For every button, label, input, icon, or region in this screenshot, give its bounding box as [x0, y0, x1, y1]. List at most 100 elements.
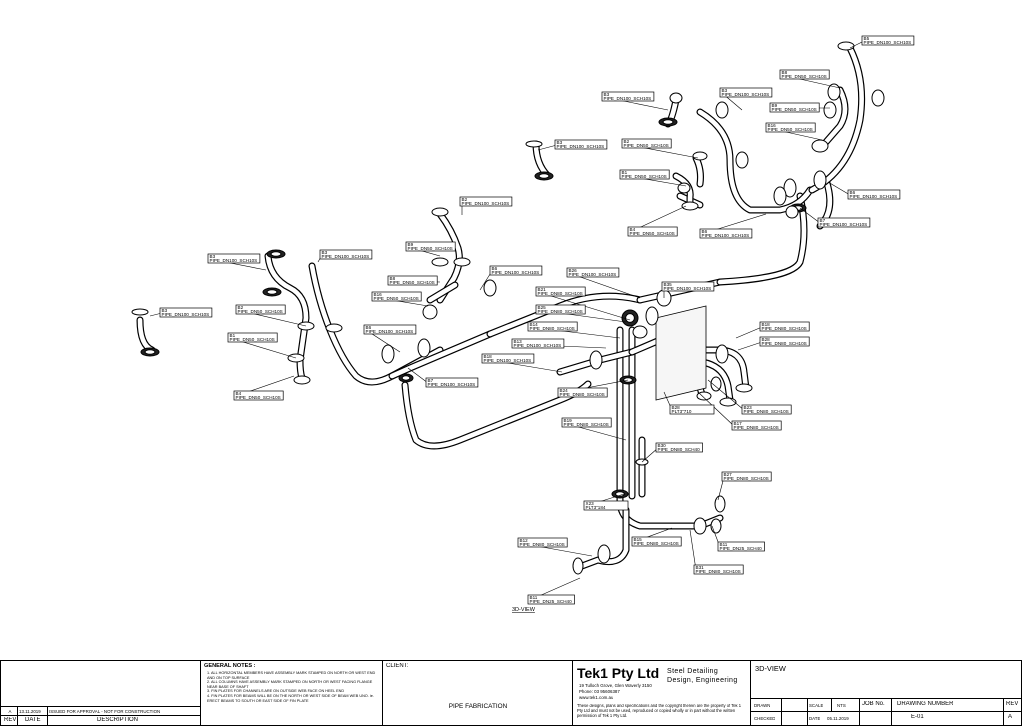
tag-spec: PIPE_DN50_SCH10S — [238, 309, 283, 314]
note-item: 4. FIN PLATES FOR BEAMS WILL BE ON THE N… — [207, 693, 374, 703]
flange — [773, 186, 787, 206]
tag-id: B12 — [520, 538, 529, 543]
flange — [692, 151, 708, 161]
tag-id: B26 — [569, 268, 578, 273]
flange — [715, 101, 729, 119]
tag-id: B4 — [630, 227, 636, 232]
flange-bore — [538, 173, 550, 179]
tag-spec: PIPE_DN50_SCH10S — [374, 296, 419, 301]
flange — [417, 338, 431, 358]
tag-leader — [707, 379, 745, 411]
tag-box — [669, 404, 715, 415]
tag-spec: PIPE_DN80_SCH10S — [530, 326, 575, 331]
drawing-number-label: DRAWING NUMBER — [897, 701, 954, 707]
flange-bore — [625, 313, 635, 323]
rev-row-date: 13.11.2019 — [19, 709, 41, 714]
tag-spec: PIPE_DN80_SCH10S — [564, 422, 609, 427]
plate-group — [655, 305, 707, 401]
tag-id: B6 — [850, 190, 856, 195]
tag-box — [535, 286, 586, 297]
tag-id: B16 — [768, 123, 777, 128]
tag-box — [233, 390, 284, 401]
tag-id: B16 — [374, 292, 383, 297]
tag-id: B8 — [390, 276, 396, 281]
job-label: JOB No. — [862, 701, 885, 707]
scale-value: NTS — [837, 703, 846, 708]
tag-id: B3 — [210, 254, 216, 259]
tag-box — [619, 169, 670, 180]
tag-id: B2 — [238, 305, 244, 310]
tag-spec: PIPE_DN100_SCH10S — [514, 343, 562, 348]
tag-spec: PIPE_DN25_SCH40 — [530, 599, 573, 604]
tag-box — [371, 291, 422, 302]
tag-id: B35 — [664, 282, 673, 287]
tag-id: B19 — [564, 418, 573, 423]
tag-spec: PIPE_DN80_SCH10S — [744, 409, 789, 414]
tag-spec: PIPE_DN100_SCH10S — [820, 222, 868, 227]
note-item: 3. FIN PLATES FOR CHANNELS ARE ON OUTSID… — [207, 689, 345, 694]
flange — [422, 304, 438, 320]
drawn-label: DRAWN — [754, 703, 771, 708]
tag-id: B14 — [530, 322, 539, 327]
piping-isometric-drawing: B5PIPE_DN100_SCH10SB8PIPE_DN50_SCH10SB3P… — [131, 35, 915, 613]
tag-spec: PIPE_DN100_SCH10S — [864, 40, 912, 45]
tag-id: B6 — [492, 266, 498, 271]
note-item: 1. ALL HORIZONTAL MEMBERS HAVE ASSEMBLY … — [207, 671, 376, 680]
company-phone: Phone: 03 95606387 — [579, 689, 620, 694]
tag-leader — [827, 181, 851, 196]
rev-label: REV — [1006, 701, 1019, 707]
flange — [525, 140, 543, 148]
tag-box — [759, 321, 810, 332]
tag-id: B1 — [230, 333, 236, 338]
tag-id: X23 — [586, 501, 595, 506]
flange — [811, 139, 829, 153]
date-value: 05.11.2019 — [827, 716, 849, 721]
tag-id: B8 — [782, 70, 788, 75]
tag-spec: PIPE_DN50_SCH10S — [768, 127, 813, 132]
tag-box — [517, 537, 568, 548]
flange — [827, 83, 841, 101]
tag-id: B1 — [622, 170, 628, 175]
flange — [677, 182, 691, 194]
flange — [597, 544, 611, 564]
tag-spec: PIPE_DN80_SCH10S — [538, 291, 583, 296]
tag-id: B23 — [744, 405, 753, 410]
tag-id: B2 — [462, 197, 468, 202]
checked-label: CHECKED — [754, 716, 776, 721]
tag-box — [717, 541, 765, 552]
company-name: Tek1 Pty Ltd — [577, 665, 660, 681]
view-label: 3D-VIEW — [512, 607, 536, 613]
tag-id: B30 — [658, 443, 667, 448]
revision-header: REV DATE DESCRIPTION — [1, 716, 200, 725]
tag-box — [721, 471, 772, 482]
part-tag-group: B5PIPE_DN100_SCH10SB8PIPE_DN50_SCH10SB3P… — [149, 35, 915, 605]
date-header: DATE — [25, 717, 41, 723]
flange — [632, 325, 648, 339]
flange-bore — [270, 251, 282, 257]
tag-id: B3 — [322, 250, 328, 255]
copyright-notice: These designs, plans and specifications … — [577, 704, 742, 718]
flange-bore — [662, 119, 674, 125]
tag-spec: PLT3"710 — [672, 409, 692, 414]
flange-bore — [401, 375, 411, 381]
tag-id: B18 — [484, 354, 493, 359]
fin-plate — [655, 305, 707, 401]
tag-box — [235, 304, 286, 315]
pipe-segment-core — [809, 45, 864, 193]
tag-leader — [735, 326, 763, 339]
tag-spec: PIPE_DN100_SCH10S — [462, 201, 510, 206]
tag-id: B2 — [624, 139, 630, 144]
